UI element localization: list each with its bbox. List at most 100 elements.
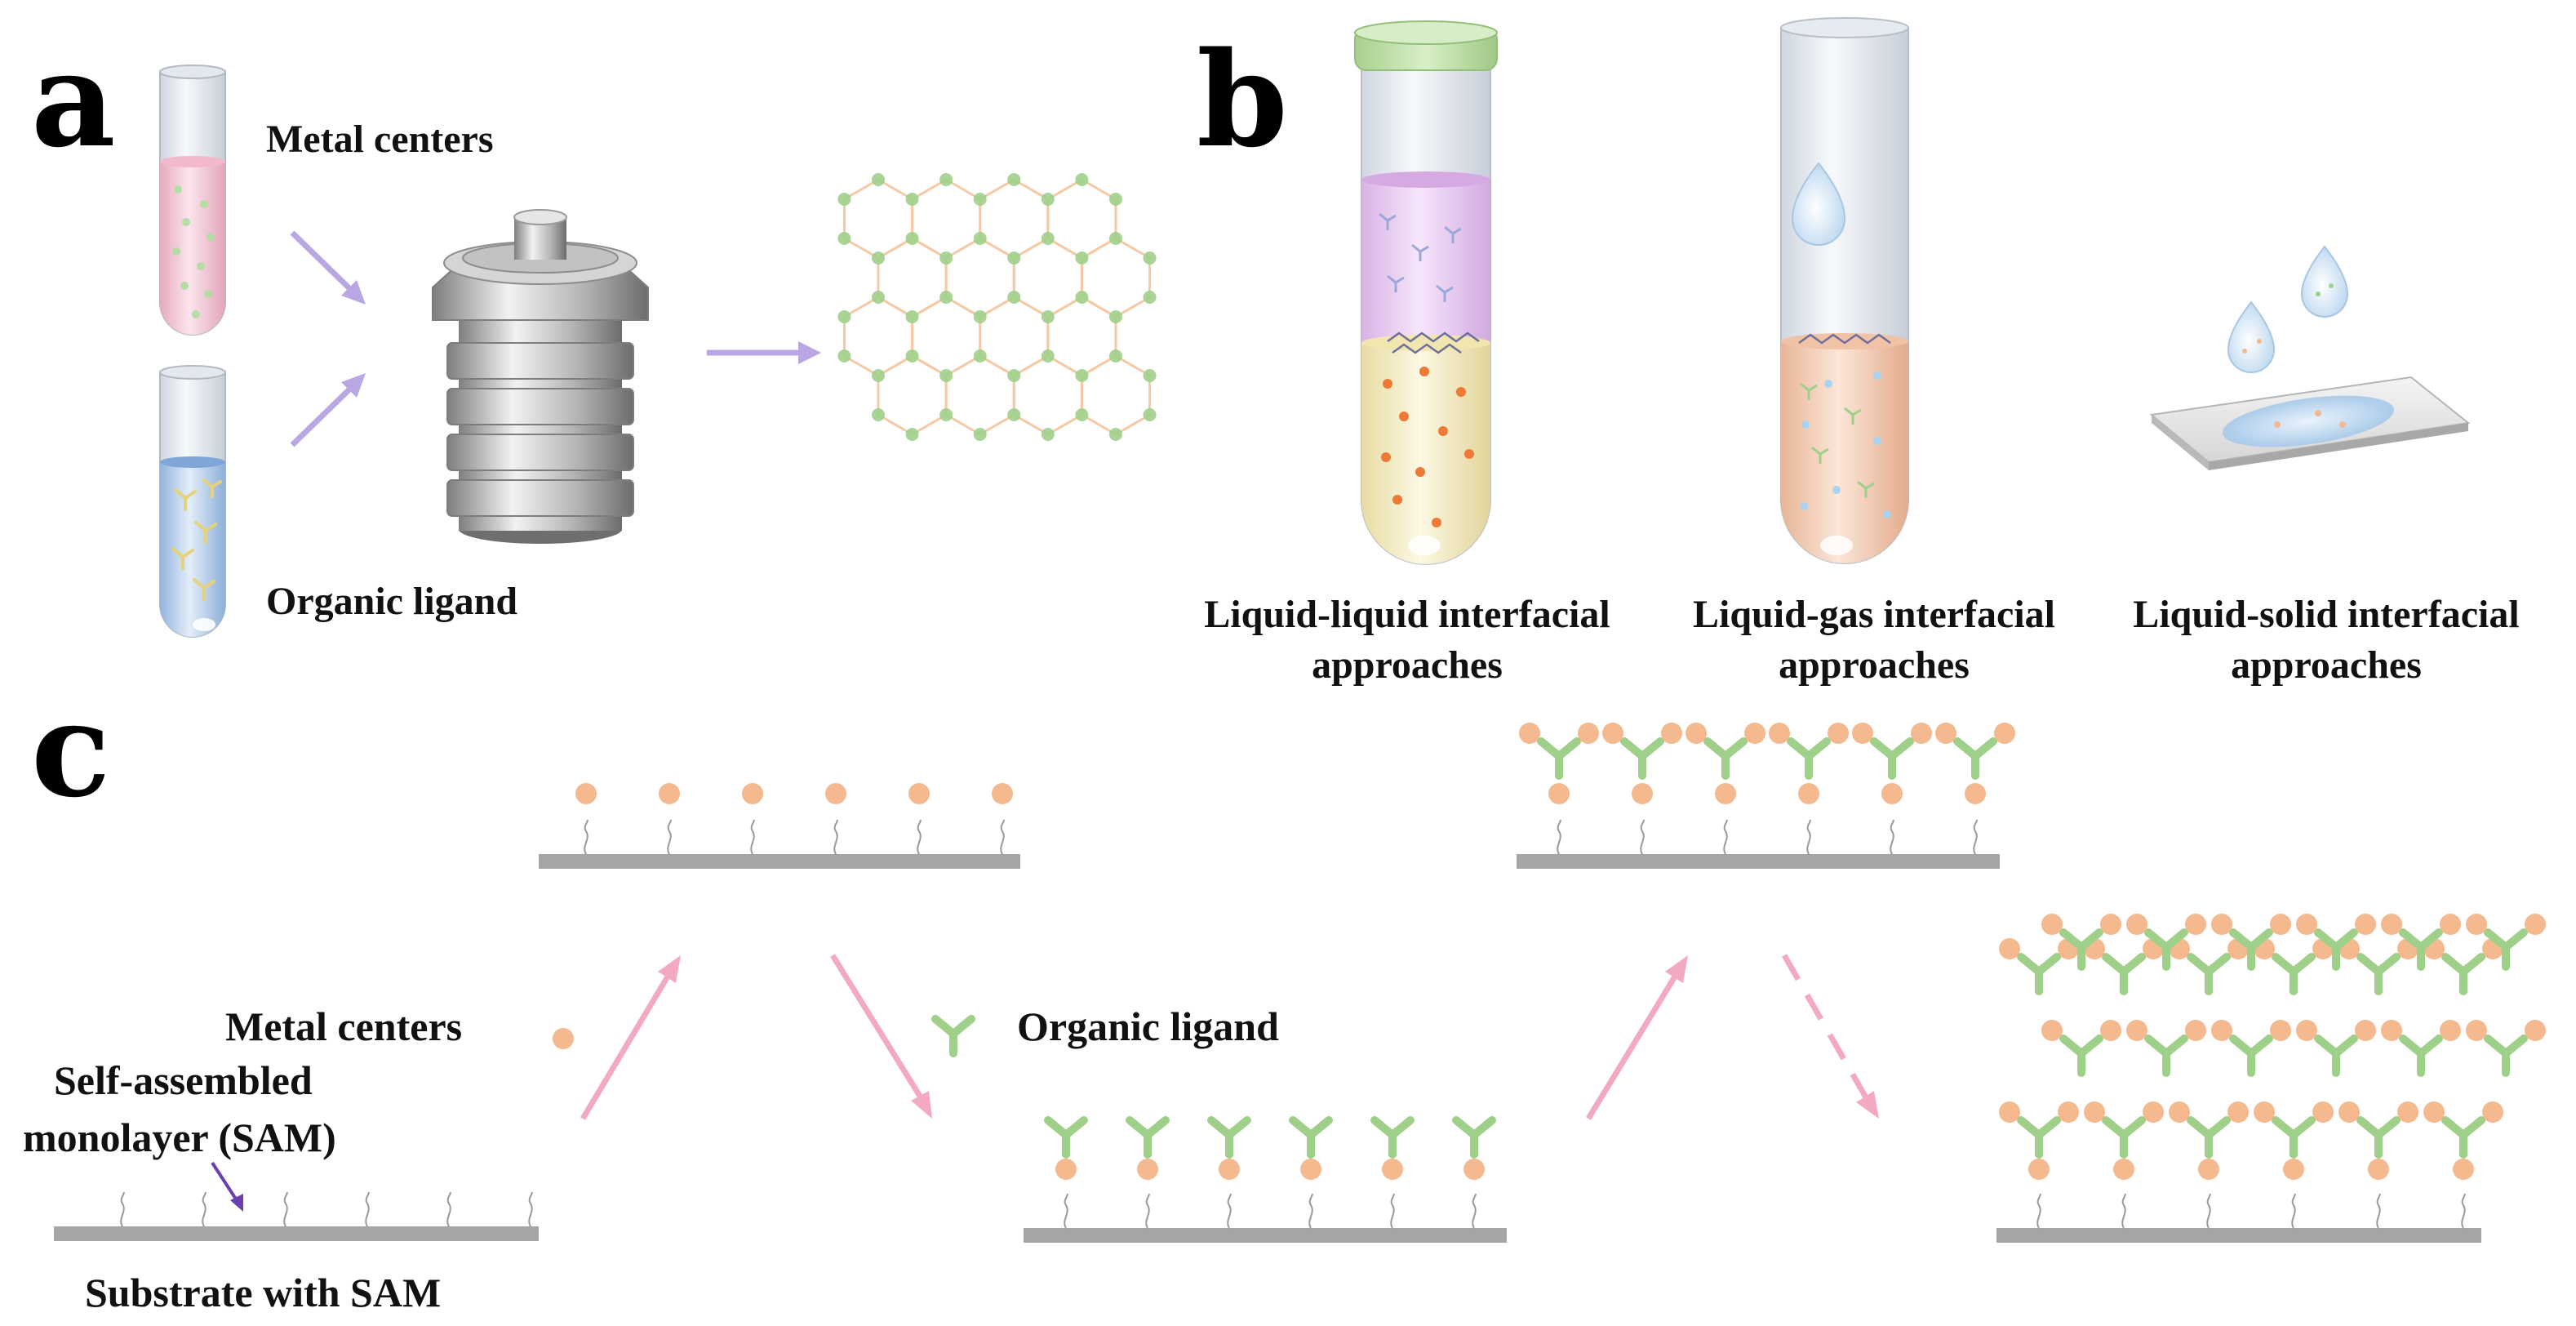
- metal-center: [908, 783, 930, 804]
- hexagon-cell: [1046, 296, 1117, 377]
- sam-chain: [1145, 1193, 1150, 1229]
- sam-chain: [446, 1191, 451, 1227]
- metal-center: [1300, 1159, 1321, 1180]
- metal-center: [2185, 914, 2206, 935]
- metal-center: [2270, 914, 2291, 935]
- metal-centers-tube: [159, 65, 226, 336]
- sam-chain: [1890, 819, 1894, 855]
- framework-node: [1007, 251, 1021, 265]
- metal-center: [1219, 1159, 1240, 1180]
- lbl-stages: [54, 723, 2546, 1243]
- framework-node: [905, 428, 919, 441]
- metal-center: [2270, 1020, 2291, 1041]
- metal-center: [1999, 1101, 2020, 1123]
- sam-chain: [120, 1191, 125, 1227]
- organic-ligand: [2314, 928, 2358, 971]
- organic-ligand: [2272, 1116, 2316, 1159]
- organic-ligand: [1620, 737, 1664, 780]
- liquid-gas-tube: [1780, 17, 1909, 564]
- metal-center: [2381, 914, 2402, 935]
- metal-center: [2185, 1020, 2206, 1041]
- label-substrate: Substrate with SAM: [85, 1270, 441, 1315]
- metal-center: [2028, 1159, 2050, 1180]
- honeycomb-framework: [837, 173, 1157, 441]
- metal-center: [825, 783, 846, 804]
- substrate-bar: [1996, 1228, 2481, 1243]
- caption-liquid-gas-line2: approaches: [1779, 643, 1970, 687]
- hexagon-cell: [877, 237, 948, 318]
- panel-label-b: b: [1197, 23, 1288, 176]
- hexagon-cell: [1046, 178, 1117, 260]
- organic-ligand: [2017, 1116, 2061, 1159]
- arrow-to-autoclave-top: [290, 230, 366, 305]
- metal-center: [1055, 1159, 1077, 1180]
- metal-center: [2466, 1020, 2487, 1041]
- sam-chain: [1000, 819, 1005, 855]
- organic-ligand: [2059, 1035, 2103, 1077]
- metal-center: [1744, 723, 1765, 744]
- sam-chain: [202, 1191, 207, 1227]
- metal-center: [1686, 723, 1707, 744]
- metal-center: [1602, 723, 1623, 744]
- framework-node: [872, 369, 885, 382]
- framework-node: [837, 349, 851, 363]
- hexagon-cell: [911, 178, 982, 260]
- framework-node: [939, 173, 953, 186]
- sam-chain: [1640, 819, 1645, 855]
- framework-node: [1143, 291, 1157, 304]
- organic-ligand: [2399, 928, 2443, 971]
- sam-chain: [750, 819, 755, 855]
- substrate-bar: [1024, 1228, 1507, 1243]
- metal-center: [2381, 1020, 2402, 1041]
- metal-center: [2041, 1020, 2063, 1041]
- framework-node: [1007, 369, 1021, 382]
- panel-c: c Metal centers Organic ligand Self-asse…: [23, 673, 2546, 1315]
- label-organic-ligand-c: Organic ligand: [1017, 1003, 1279, 1049]
- metal-center: [2312, 1101, 2334, 1123]
- label-sam-line2: monolayer (SAM): [23, 1115, 336, 1160]
- framework-node: [1075, 369, 1089, 382]
- metal-center: [1548, 783, 1570, 804]
- framework-node: [905, 349, 919, 363]
- framework-node: [1007, 173, 1021, 186]
- sam-chain: [667, 819, 672, 855]
- sam-chain: [1227, 1193, 1232, 1229]
- metal-center: [1715, 783, 1736, 804]
- sam-chain: [528, 1191, 533, 1227]
- hexagon-cell: [1012, 237, 1083, 318]
- process-arrows: [580, 954, 1879, 1120]
- metal-center: [1769, 723, 1790, 744]
- metal-center: [2100, 914, 2121, 935]
- framework-node: [1007, 408, 1021, 421]
- framework-node: [973, 232, 987, 245]
- metal-center: [2355, 1020, 2376, 1041]
- framework-node: [939, 251, 953, 265]
- organic-ligand: [2441, 1116, 2485, 1159]
- metal-center: [1382, 1159, 1403, 1180]
- organic-ligand: [2144, 1035, 2188, 1077]
- metal-center: [2440, 1020, 2461, 1041]
- framework-node: [1007, 291, 1021, 304]
- sam-chain: [1064, 1193, 1068, 1229]
- label-organic-ligand-a: Organic ligand: [266, 580, 517, 623]
- metal-center: [575, 783, 597, 804]
- substrate-bar: [54, 1226, 539, 1241]
- organic-ligand: [1044, 1116, 1088, 1159]
- hexagon-cell: [911, 296, 982, 377]
- organic-ligand: [1289, 1116, 1333, 1159]
- framework-node: [1143, 369, 1157, 382]
- framework-node: [1041, 428, 1055, 441]
- substrate-bar: [539, 854, 1020, 869]
- organic-ligand-legend-icon: [931, 1015, 975, 1057]
- metal-center: [2143, 1101, 2164, 1123]
- organic-ligand: [2187, 1116, 2231, 1159]
- sam-chain: [365, 1191, 370, 1227]
- metal-center: [2397, 1101, 2418, 1123]
- framework-node: [905, 193, 919, 206]
- framework-node: [939, 369, 953, 382]
- metal-center: [1463, 1159, 1485, 1180]
- metal-center: [1798, 783, 1819, 804]
- hexagon-cell: [877, 354, 948, 436]
- caption-liquid-gas-line1: Liquid-gas interfacial: [1693, 593, 2055, 636]
- substrate-bar: [1517, 854, 2000, 869]
